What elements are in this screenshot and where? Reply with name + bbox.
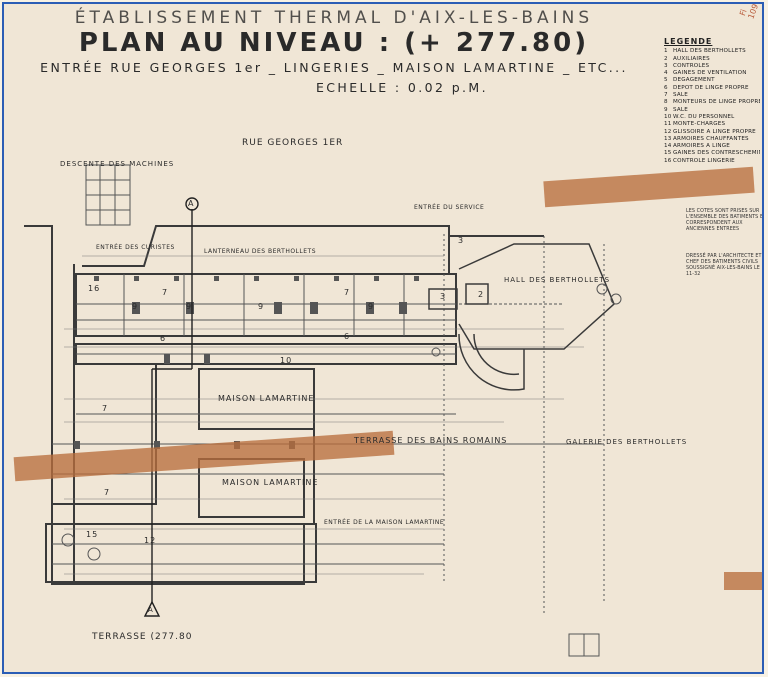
maison-lamartine-bottom-label: MAISON LAMARTINE — [222, 478, 319, 487]
legend-item-number: 11 — [664, 121, 672, 128]
street-label: RUE GEORGES 1er — [242, 138, 344, 148]
note-signature: DRESSÉ PAR L'ARCHITECTE ET CHEF DES BATI… — [686, 254, 764, 277]
building-walls — [24, 225, 544, 585]
entrance-service-label: ENTRÉE DU SERVICE — [414, 204, 485, 211]
room-number: 7 — [162, 288, 169, 297]
legend-item-number: 1 — [664, 48, 668, 55]
legend-item-number: 9 — [664, 106, 668, 113]
legend-item-number: 14 — [664, 143, 672, 150]
galerie-label: GALERIE DES BERTHOLLETS — [566, 438, 688, 446]
legend-item-number: 16 — [664, 157, 672, 164]
legend-item: 11MONTE-CHARGES — [664, 121, 760, 128]
room-number: 9 — [258, 302, 265, 311]
plan-subtitle: ENTRÉE RUE GEORGES 1er _ LINGERIES _ MAI… — [40, 60, 628, 75]
room-number: 3 — [440, 292, 447, 301]
legend-item-label: W.C. DU PERSONNEL — [673, 113, 735, 120]
legend-item: 9 SALE — [664, 107, 760, 114]
room-number: 9 — [368, 302, 375, 311]
room-number: 7 — [104, 488, 111, 497]
legend-item-number: 8 — [664, 99, 668, 106]
dimension-lines — [64, 255, 584, 575]
legend-item: 8 MONTEURS DE LINGE PROPRE — [664, 99, 760, 106]
room-number: 6 — [160, 334, 167, 343]
legend-item-number: 13 — [664, 135, 672, 142]
legend-item-number: 15 — [664, 150, 672, 157]
scale-label: ECHELLE : 0.02 p.M. — [316, 80, 488, 95]
legend-item-label: HALL DES BERTHOLLETS — [673, 48, 746, 55]
legend-item-number: 12 — [664, 128, 672, 135]
room-number: 12 — [144, 536, 157, 545]
tape-strip-bottom-right — [724, 572, 762, 590]
legend-item-label: DEGAGEMENT — [673, 77, 715, 84]
fixtures — [61, 283, 622, 657]
legend-item: 4 GAINES DE VENTILATION — [664, 70, 760, 77]
legend-item-label: ARMOIRES A LINGE — [673, 143, 730, 150]
legend-item-label: MONTE-CHARGES — [673, 121, 726, 128]
lanterneau-label: LANTERNEAU DES BERTHOLLETS — [204, 248, 316, 255]
legend-item-label: GAINES DE VENTILATION — [673, 70, 747, 77]
room-number: 10 — [280, 356, 293, 365]
machine-shaft-grid — [85, 164, 131, 226]
legend-item-label: GLISSOIRE A LINGE PROPRE — [673, 128, 756, 135]
legend-title: LEGENDE — [664, 37, 713, 46]
legend-item-label: GAINES DES CONTRESCHEMINS — [673, 150, 760, 157]
legend-item: 15GAINES DES CONTRESCHEMINS — [664, 150, 760, 157]
legend-item-label: SALE — [673, 106, 688, 113]
legend-item-label: CONTROLE LINGERIE — [673, 157, 735, 164]
level-title: PLAN AU NIVEAU : (+ 277.80) — [78, 28, 590, 58]
room-number: 7 — [102, 404, 109, 413]
legend: LEGENDE 1 HALL DES BERTHOLLETS 2 AUXILIAIRE… — [664, 37, 760, 165]
legend-item-number: 2 — [664, 55, 668, 62]
entrance-label: ENTRÉE DES CURISTES — [96, 244, 175, 251]
entrance-linen-label: ENTRÉE DE LA MAISON LAMARTINE — [324, 519, 445, 526]
legend-item: 1 HALL DES BERTHOLLETS — [664, 48, 760, 55]
hall-label: HALL DES BERTHOLLETS — [504, 276, 611, 284]
legend-item-label: MONTEURS DE LINGE PROPRE — [673, 99, 760, 106]
legend-item-label: SALE — [673, 92, 688, 99]
section-mark-bottom: A — [148, 606, 154, 614]
legend-item-label: DEPOT DE LINGE PROPRE — [673, 84, 749, 91]
section-line — [143, 197, 199, 617]
floor-plan-drawing — [24, 164, 622, 657]
room-number: 15 — [86, 530, 99, 539]
legend-item-number: 5 — [664, 77, 668, 84]
section-mark-top: A — [188, 199, 195, 208]
room-number: 6 — [344, 332, 351, 341]
room-number: 2 — [478, 290, 485, 299]
room-number: 9 — [186, 302, 193, 311]
maison-lamartine-top-label: MAISON LAMARTINE — [218, 394, 315, 403]
legend-item-number: 6 — [664, 84, 668, 91]
legend-item: 16CONTROLE LINGERIE — [664, 158, 760, 165]
legend-item-label: AUXILIAIRES — [673, 55, 710, 62]
legend-item: 6 DEPOT DE LINGE PROPRE — [664, 85, 760, 92]
room-number: 7 — [344, 288, 351, 297]
legend-item: 3 CONTROLES — [664, 63, 760, 70]
legend-item-number: 4 — [664, 70, 668, 77]
legend-item: 14ARMOIRES A LINGE — [664, 143, 760, 150]
terrasse-level-label: TERRASSE (277.80 — [92, 632, 193, 642]
machines-label: DESCENTE DES MACHINES — [60, 160, 175, 168]
terrasse-bains-label: TERRASSE DES BAINS ROMAINS — [354, 436, 508, 445]
legend-item-number: 7 — [664, 92, 668, 99]
establishment-title: ÉTABLISSEMENT THERMAL D'AIX-LES-BAINS — [74, 8, 594, 28]
legend-item-number: 3 — [664, 62, 668, 69]
legend-item-number: 10 — [664, 113, 672, 120]
room-number: 9 — [132, 302, 139, 311]
legend-item: 12GLISSOIRE A LINGE PROPRE — [664, 129, 760, 136]
legend-item: 13ARMOIRES CHAUFFANTES — [664, 136, 760, 143]
legend-item-label: ARMOIRES CHAUFFANTES — [673, 135, 749, 142]
legend-item: 10W.C. DU PERSONNEL — [664, 114, 760, 121]
room-number: 16 — [88, 284, 101, 293]
note-dimensions: LES COTES SONT PRISES SUR L'ENSEMBLE DES… — [686, 209, 764, 232]
legend-item: 2 AUXILIAIRES — [664, 56, 760, 63]
room-number: 3 — [458, 236, 465, 245]
legend-item: 5 DEGAGEMENT — [664, 77, 760, 84]
legend-item-label: CONTROLES — [673, 62, 710, 69]
interior-lines — [52, 234, 605, 614]
legend-item: 7 SALE — [664, 92, 760, 99]
